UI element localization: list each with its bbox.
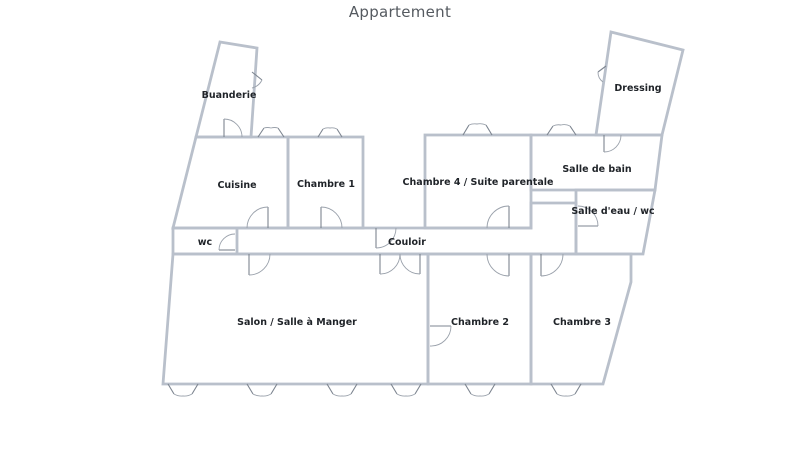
door-buanderie-arc bbox=[251, 79, 263, 89]
door-buanderie bbox=[251, 71, 263, 81]
window-salle-de-bain-arc bbox=[552, 124, 571, 127]
window-salon-2-arc bbox=[252, 393, 272, 397]
window-chambre1 bbox=[317, 128, 343, 138]
door-salon-double-arc bbox=[379, 253, 421, 275]
door-wc-arc bbox=[218, 233, 236, 251]
window-cuisine bbox=[257, 127, 285, 138]
label-buanderie: Buanderie bbox=[202, 90, 257, 101]
label-chambre1: Chambre 1 bbox=[297, 179, 355, 190]
window-chambre4-arc bbox=[468, 123, 487, 126]
door-cuisine-arc bbox=[246, 206, 269, 229]
wall-chambre3 bbox=[529, 252, 633, 386]
window-salle-de-bain bbox=[546, 125, 577, 136]
label-salle-de-bain: Salle de bain bbox=[562, 164, 632, 175]
label-salon: Salon / Salle à Manger bbox=[237, 317, 357, 328]
window-chambre3-arc bbox=[556, 393, 576, 397]
window-salon-1 bbox=[167, 383, 199, 395]
label-chambre2: Chambre 2 bbox=[451, 317, 509, 328]
window-chambre2-arc bbox=[470, 393, 490, 397]
door-salon-double bbox=[379, 254, 421, 274]
door-buanderie-cuisine-arc bbox=[223, 118, 243, 138]
window-salon-1-arc bbox=[173, 393, 193, 397]
window-chambre3 bbox=[550, 383, 582, 395]
door-couloir-arc bbox=[375, 227, 397, 249]
window-salon-4 bbox=[390, 383, 422, 395]
door-salon-arc bbox=[248, 253, 271, 276]
label-chambre3: Chambre 3 bbox=[553, 317, 611, 328]
label-chambre4: Chambre 4 / Suite parentale bbox=[403, 177, 554, 188]
window-salon-3-arc bbox=[332, 393, 352, 397]
window-dressing-arc bbox=[597, 71, 604, 83]
window-salon-3 bbox=[326, 383, 358, 395]
window-chambre2 bbox=[464, 383, 496, 395]
wall-couloir bbox=[171, 201, 578, 256]
door-chambre4-arc bbox=[486, 205, 510, 229]
window-chambre1-arc bbox=[322, 127, 338, 130]
walls bbox=[161, 30, 685, 386]
label-dressing: Dressing bbox=[614, 83, 661, 94]
label-couloir: Couloir bbox=[388, 237, 426, 248]
window-salon-4-arc bbox=[396, 393, 416, 397]
room-labels: Buanderie Cuisine Chambre 1 Chambre 4 / … bbox=[198, 83, 662, 328]
label-salle-deau: Salle d'eau / wc bbox=[571, 206, 654, 217]
door-chambre1-arc bbox=[320, 206, 343, 229]
door-chambre2-arc bbox=[486, 253, 510, 277]
door-salle-deau-arc bbox=[577, 205, 599, 227]
door-chambre3-arc bbox=[540, 253, 564, 277]
door-dressing-arc bbox=[603, 134, 622, 153]
door-chambre2-side-arc bbox=[429, 325, 452, 347]
label-wc: wc bbox=[198, 237, 212, 248]
window-chambre4 bbox=[462, 124, 493, 136]
window-dressing bbox=[597, 65, 607, 73]
label-cuisine: Cuisine bbox=[217, 180, 256, 191]
doors bbox=[167, 65, 622, 397]
wall-salle-deau bbox=[574, 188, 657, 256]
window-salon-2 bbox=[246, 383, 278, 395]
plan-title: Appartement bbox=[348, 3, 452, 21]
